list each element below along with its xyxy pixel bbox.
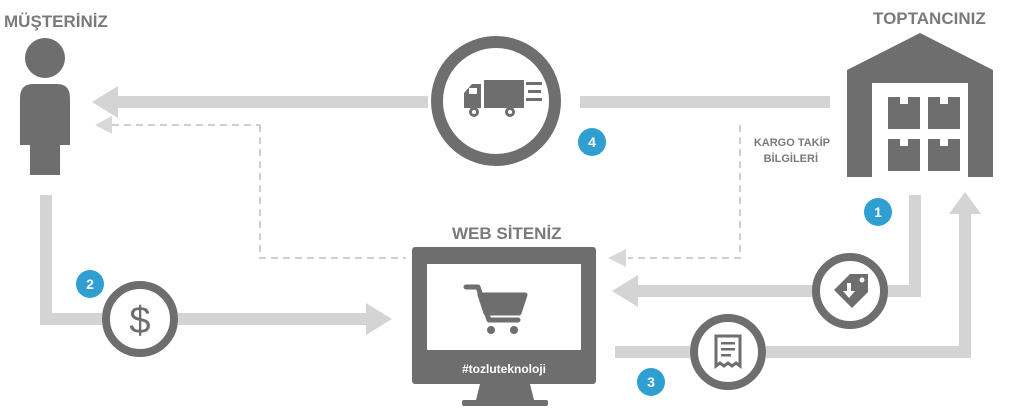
shopping-cart-icon xyxy=(463,284,528,323)
cargo-label-line1: KARGO TAKİP xyxy=(754,136,830,149)
shipping-flow xyxy=(92,86,830,118)
step-badge-1: 1 xyxy=(864,198,892,226)
tracking-arrow-customer xyxy=(95,116,112,134)
cargo-label-line2: BİLGİLERİ xyxy=(764,152,818,165)
screen-tag: #tozluteknoloji xyxy=(462,362,546,376)
invoice-flow xyxy=(615,192,981,358)
svg-text:$: $ xyxy=(129,300,150,342)
tracking-arrow-website xyxy=(608,249,626,267)
receipt-icon xyxy=(690,314,766,390)
order-flow xyxy=(612,195,921,307)
step-badge-3: 3 xyxy=(637,368,665,396)
tracking-info-flow xyxy=(112,124,741,259)
step-badge-2: 2 xyxy=(76,270,104,298)
warehouse-icon xyxy=(847,33,993,177)
delivery-truck-icon xyxy=(431,36,561,166)
customer-label: MÜŞTERİNİZ xyxy=(4,12,108,31)
svg-text:2: 2 xyxy=(86,276,94,292)
website-label: WEB SİTENİZ xyxy=(452,224,562,243)
dollar-icon: $ xyxy=(102,281,178,357)
svg-text:4: 4 xyxy=(588,134,596,150)
payment-flow xyxy=(40,195,392,335)
wholesaler-label: TOPTANCINIZ xyxy=(873,9,986,28)
svg-text:1: 1 xyxy=(874,204,882,220)
monitor-cart-icon xyxy=(412,247,596,406)
svg-text:3: 3 xyxy=(647,374,655,390)
step-badge-4: 4 xyxy=(578,128,606,156)
person-icon xyxy=(20,38,70,175)
tag-download-icon xyxy=(812,253,888,329)
